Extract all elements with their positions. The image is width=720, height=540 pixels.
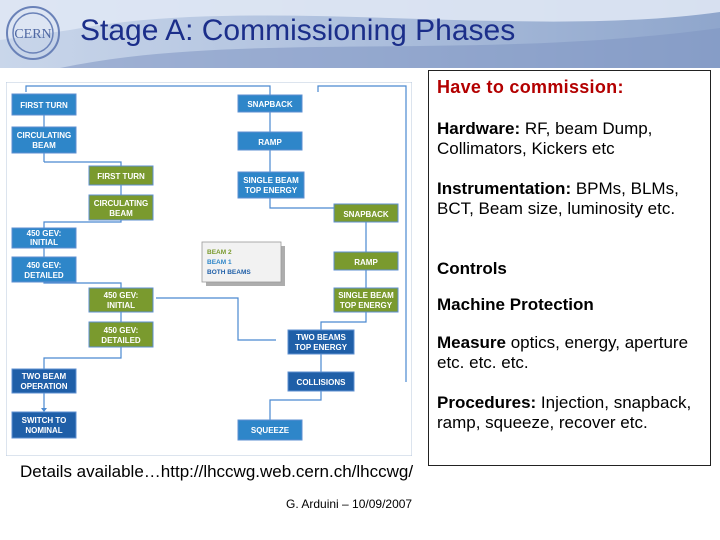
box-snapback-1: SNAPBACK [237,94,303,113]
item-label: Hardware: [437,119,521,138]
box-collisions: COLLISIONS [287,371,355,392]
box-label: 450 GEV: [104,326,139,335]
box-snapback-2: SNAPBACK [333,203,399,223]
item-text: Injection, snapback, ramp, squeeze, reco… [437,393,692,432]
box-450gev-initial-2: 450 GEV: INITIAL [88,287,154,313]
commission-panel: Have to commission: Hardware: RF, beam D… [428,70,711,466]
box-label: SWITCH TO [22,416,67,425]
item-label: Controls [437,259,507,278]
panel-item-hardware: Hardware: RF, beam Dump, Collimators, Ki… [437,119,707,159]
box-450gev-detailed-2: 450 GEV: DETAILED [88,321,154,348]
item-text: BPMs, BLMs, BCT, Beam size, luminosity e… [437,179,679,218]
panel-item-machine-protection: Machine Protection [437,295,707,315]
box-label: CIRCULATING [94,199,149,208]
legend-beam2: BEAM 2 [207,249,232,256]
legend-beam1: BEAM 1 [207,259,232,266]
box-label: 450 GEV: [27,261,62,270]
box-two-beams-top: TWO BEAMS TOP ENERGY [287,329,355,355]
box-label: TWO BEAMS [296,333,346,342]
box-450gev-detailed-1: 450 GEV: DETAILED [11,256,77,283]
box-label: TOP ENERGY [340,301,393,310]
panel-item-procedures: Procedures: Injection, snapback, ramp, s… [437,393,707,433]
box-circulating-beam-1: CIRCULATING BEAM [11,126,77,154]
box-label: 450 GEV: [27,229,62,238]
item-label: Procedures: [437,393,537,412]
box-label: COLLISIONS [297,378,347,387]
item-text: RF, beam Dump, Collimators, Kickers etc [437,119,653,158]
box-first-turn-1: FIRST TURN [11,93,77,116]
box-first-turn-2: FIRST TURN [88,165,154,186]
box-label: CIRCULATING [17,131,72,140]
item-label: Instrumentation: [437,179,572,198]
box-single-beam-top-2: SINGLE BEAM TOP ENERGY [333,287,399,313]
cern-logo: CERN [6,6,60,60]
box-label: SQUEEZE [251,426,290,435]
header-swoosh [0,0,720,68]
panel-item-controls: Controls [437,259,707,279]
box-switch-to-nominal: SWITCH TO NOMINAL [11,411,77,439]
box-two-beam-operation: TWO BEAM OPERATION [11,368,77,394]
box-label: NOMINAL [25,426,62,435]
box-label: OPERATION [21,382,68,391]
item-label: Measure [437,333,506,352]
box-label: INITIAL [107,301,135,310]
commissioning-flowchart: FIRST TURN CIRCULATING BEAM FIRST TURN C… [6,82,412,456]
box-label: FIRST TURN [97,172,145,181]
item-text: optics, energy, aperture etc. etc. etc. [437,333,689,372]
box-label: SNAPBACK [343,210,389,219]
flowchart-svg: FIRST TURN CIRCULATING BEAM FIRST TURN C… [6,82,412,456]
author-date: G. Arduini – 10/09/2007 [286,497,413,511]
box-label: RAMP [354,258,378,267]
box-single-beam-top-1: SINGLE BEAM TOP ENERGY [237,171,305,199]
legend-both-beams: BOTH BEAMS [207,269,251,276]
box-label: TOP ENERGY [295,343,348,352]
slide-title: Stage A: Commissioning Phases [80,14,516,47]
box-450gev-initial-1: 450 GEV: INITIAL [11,227,77,249]
box-label: BEAM [32,141,56,150]
box-ramp-2: RAMP [333,251,399,271]
box-label: SNAPBACK [247,100,293,109]
box-squeeze: SQUEEZE [237,419,303,441]
beam-legend: BEAM 2 BEAM 1 BOTH BEAMS [201,241,285,286]
box-circulating-beam-2: CIRCULATING BEAM [88,194,154,221]
box-label: DETAILED [24,271,64,280]
panel-item-measure: Measure optics, energy, aperture etc. et… [437,333,707,373]
box-label: INITIAL [30,238,58,247]
slide-header: CERN Stage A: Commissioning Phases [0,0,720,68]
box-label: SINGLE BEAM [338,291,394,300]
box-label: 450 GEV: [104,291,139,300]
box-ramp-1: RAMP [237,131,303,151]
box-label: BEAM [109,209,133,218]
logo-text: CERN [14,27,51,42]
panel-item-instrumentation: Instrumentation: BPMs, BLMs, BCT, Beam s… [437,179,707,219]
panel-heading: Have to commission: [437,77,624,97]
item-label: Machine Protection [437,295,594,314]
box-label: DETAILED [101,336,141,345]
box-label: TWO BEAM [22,372,67,381]
box-label: FIRST TURN [20,101,68,110]
box-label: TOP ENERGY [245,186,298,195]
details-link-text: Details available…http://lhccwg.web.cern… [20,462,414,481]
box-label: SINGLE BEAM [243,176,299,185]
box-label: RAMP [258,138,282,147]
